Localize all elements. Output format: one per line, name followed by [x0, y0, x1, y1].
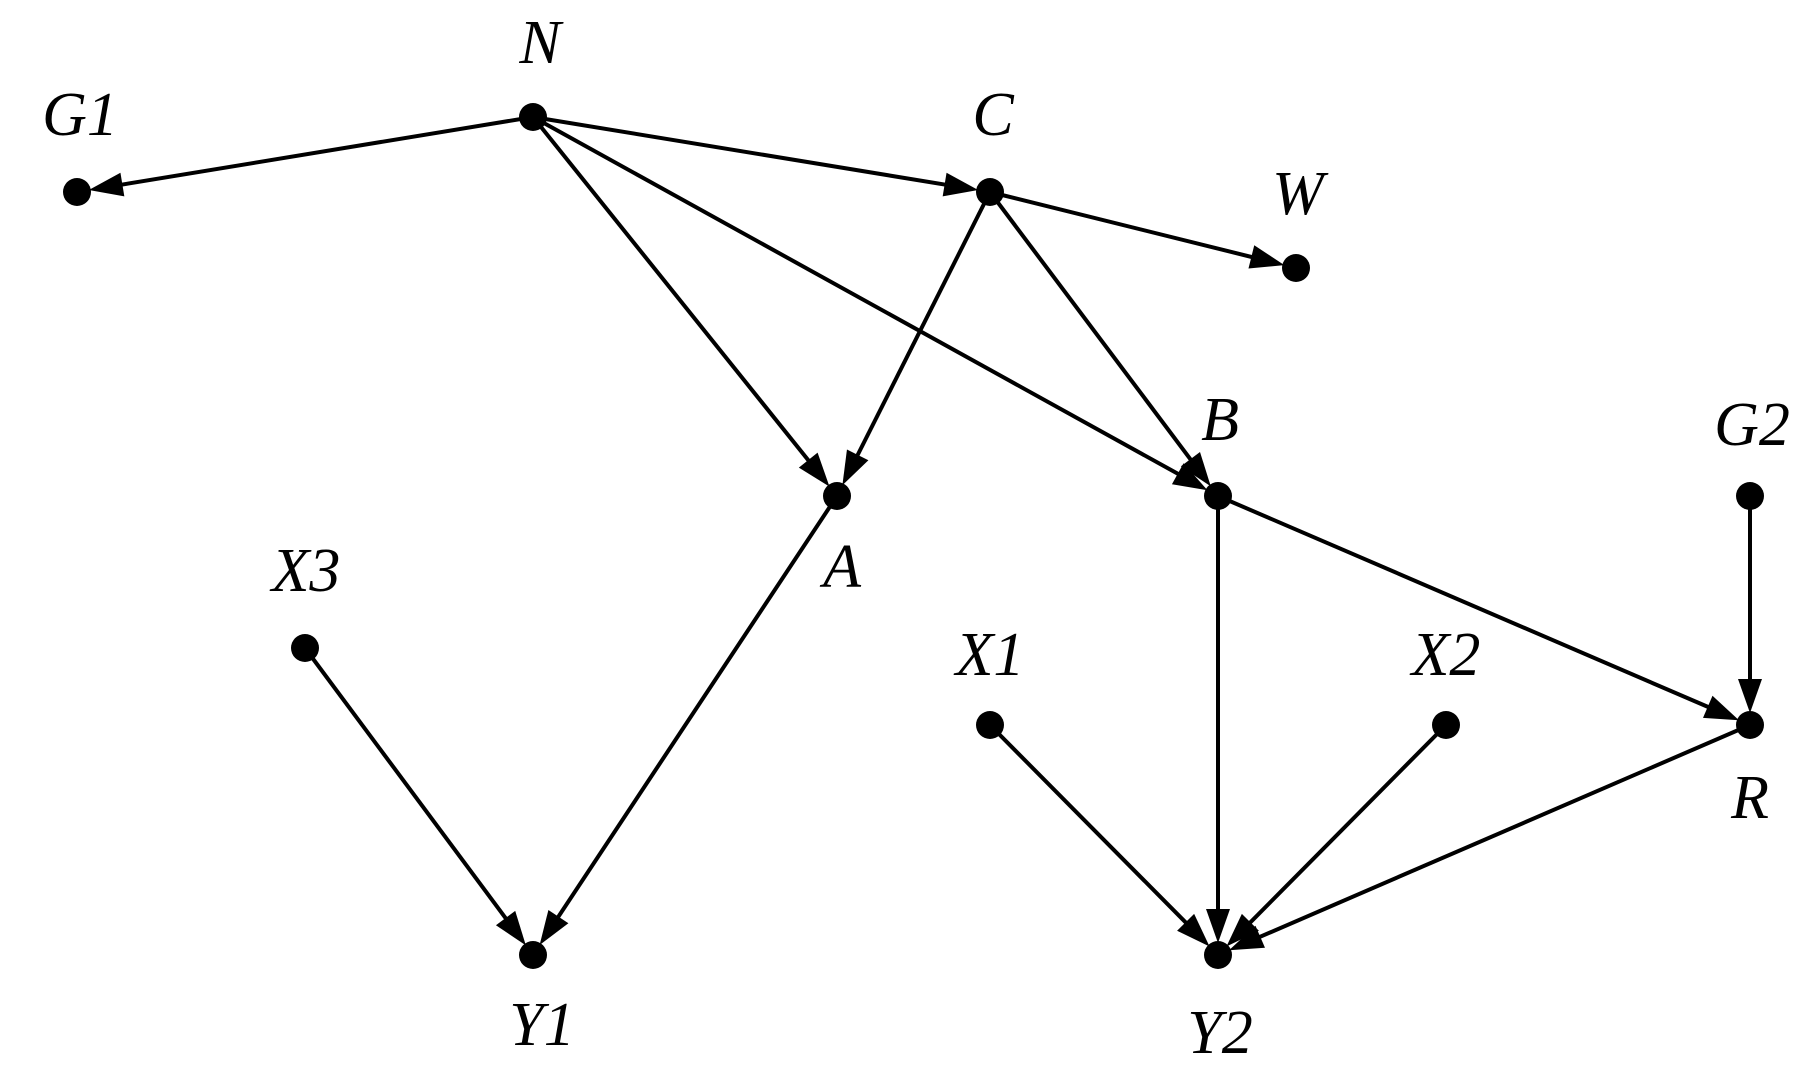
edge-line — [554, 494, 839, 922]
node-label-a: A — [819, 533, 862, 601]
edge-n-to-b — [532, 115, 1208, 491]
node-x1 — [976, 711, 1004, 739]
arrowhead-icon — [1738, 679, 1762, 713]
edge-n-to-a — [531, 115, 830, 487]
node-x2 — [1432, 711, 1460, 739]
node-x3 — [291, 634, 319, 662]
node-label-n: N — [518, 9, 564, 77]
edge-x2-to-y2 — [1226, 723, 1448, 947]
arrowhead-icon — [942, 172, 979, 197]
arrowhead-icon — [1226, 913, 1259, 947]
edge-line — [988, 723, 1190, 927]
arrowhead-icon — [1206, 909, 1230, 943]
edge-line — [531, 115, 813, 465]
arrowhead-icon — [539, 910, 569, 945]
node-y2 — [1204, 941, 1232, 969]
node-label-w: W — [1272, 160, 1329, 228]
arrowhead-icon — [1180, 452, 1211, 487]
edge-c-to-w — [989, 190, 1285, 269]
edge-line — [854, 191, 992, 460]
edges-layer — [88, 115, 1762, 951]
node-a — [823, 482, 851, 510]
node-label-b: B — [1201, 386, 1239, 454]
arrowhead-icon — [1248, 245, 1285, 269]
node-n — [519, 103, 547, 131]
edge-line — [1255, 723, 1751, 941]
node-b — [1204, 482, 1232, 510]
edge-x1-to-y2 — [988, 723, 1210, 947]
node-g2 — [1736, 482, 1764, 510]
node-y1 — [519, 941, 547, 969]
node-label-x2: X2 — [1409, 621, 1481, 689]
arrowhead-icon — [798, 452, 830, 487]
arrowhead-icon — [1177, 913, 1210, 947]
edge-line — [1217, 494, 1713, 711]
node-c — [976, 178, 1004, 206]
node-label-x1: X1 — [953, 621, 1025, 689]
edge-line — [118, 115, 534, 188]
edge-line — [303, 646, 510, 923]
node-label-y2: Y2 — [1187, 999, 1252, 1067]
edge-n-to-g1 — [88, 115, 534, 197]
arrowhead-icon — [842, 449, 869, 486]
arrowhead-icon — [1703, 695, 1739, 721]
node-label-r: R — [1730, 764, 1769, 832]
node-r — [1736, 711, 1764, 739]
edge-line — [532, 115, 949, 188]
edge-line — [988, 190, 1195, 464]
edge-x3-to-y1 — [303, 646, 526, 946]
edge-line — [1246, 723, 1448, 927]
edge-a-to-y1 — [539, 494, 839, 945]
node-label-g2: G2 — [1714, 391, 1790, 459]
node-g1 — [63, 178, 91, 206]
node-w — [1282, 254, 1310, 282]
edge-c-to-a — [842, 191, 992, 486]
edge-b-to-y2 — [1206, 496, 1230, 943]
nodes-layer — [63, 103, 1764, 969]
arrowhead-icon — [1229, 925, 1265, 951]
edge-line — [532, 115, 1183, 478]
arrowhead-icon — [1171, 463, 1208, 491]
node-label-g1: G1 — [42, 81, 118, 149]
node-label-x3: X3 — [269, 537, 341, 605]
edge-c-to-b — [988, 190, 1211, 487]
node-label-y1: Y1 — [509, 991, 574, 1059]
arrowhead-icon — [495, 910, 526, 946]
edge-b-to-r — [1217, 494, 1739, 721]
edge-line — [989, 190, 1256, 260]
arrowhead-icon — [88, 172, 125, 197]
node-label-c: C — [972, 81, 1014, 149]
edge-r-to-y2 — [1229, 723, 1751, 951]
edge-g2-to-r — [1738, 496, 1762, 713]
edge-n-to-c — [532, 115, 979, 197]
